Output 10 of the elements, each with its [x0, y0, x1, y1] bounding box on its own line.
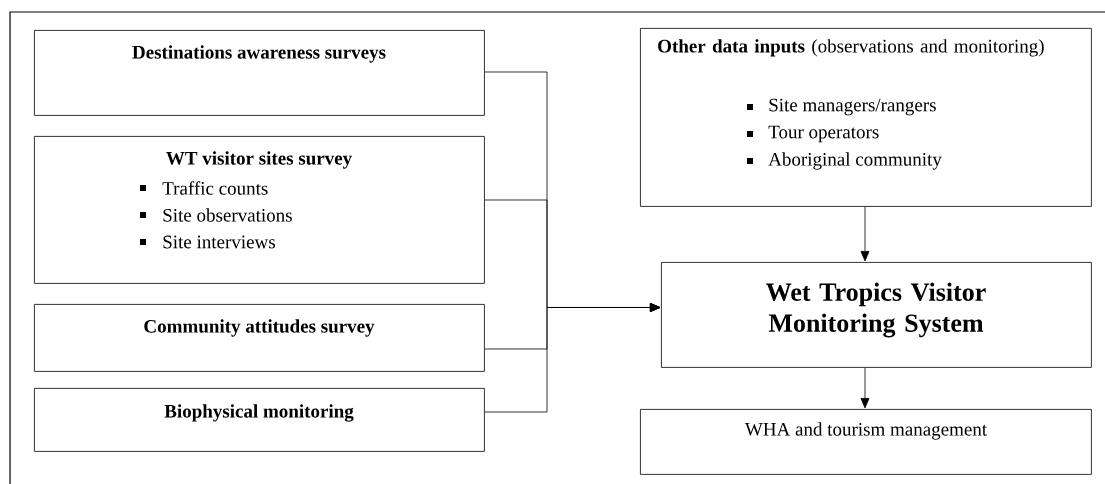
arrow — [484, 303, 661, 413]
arrow — [860, 367, 870, 409]
process-box: WT visitor sites survey Traffic counts Site observations Site interviews — [34, 136, 485, 284]
process-box: Biophysical monitoring — [34, 388, 485, 452]
process-box: Destinations awareness surveys — [34, 30, 485, 116]
process-box: Wet Tropics Visitor Monitoring System — [661, 262, 1092, 368]
arrow — [860, 206, 870, 262]
process-box: Other data inputs (observations and monitoring) Site managers/rangers Tour operators Aboriginal community — [640, 28, 1092, 207]
process-box: WHA and tourism management — [640, 409, 1092, 475]
process-box: Community attitudes survey — [34, 304, 485, 372]
